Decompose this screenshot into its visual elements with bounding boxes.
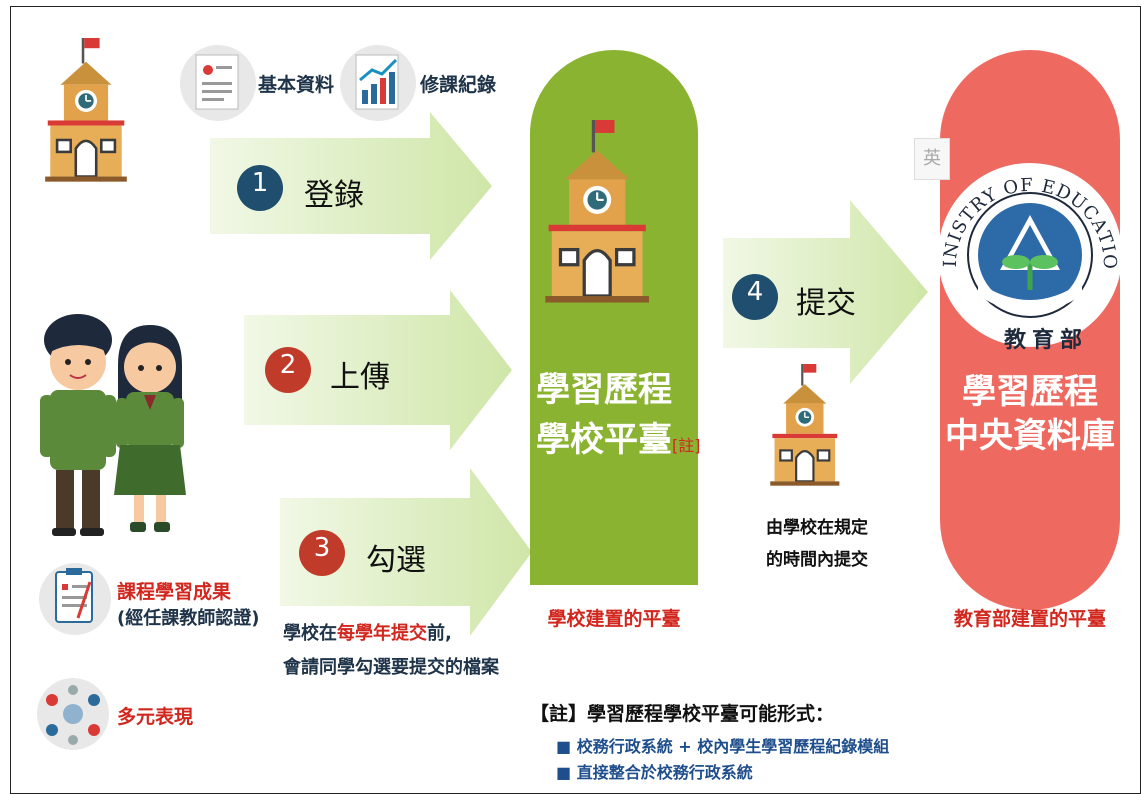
central-db-title: 學習歷程 中央資料庫 — [940, 370, 1120, 458]
step-2-circle — [265, 347, 311, 393]
footnote-item-2: ■ 直接整合於校務行政系統 — [556, 763, 753, 782]
diverse-performance-label: 多元表現 — [117, 706, 194, 728]
students-illustration — [40, 314, 186, 536]
step-3-number: 3 — [313, 533, 331, 563]
step-4-label: 提交 — [796, 286, 856, 321]
network-icon — [37, 678, 109, 750]
clipboard-icon — [39, 563, 111, 635]
select-note-line1: 學校在每學年提交前, — [283, 619, 452, 645]
select-note-part1: 學校在 — [283, 623, 337, 644]
teacher-cert-label: (經任課教師認證) — [117, 608, 260, 629]
submit-note: 由學校在規定 的時間內提交 — [752, 512, 882, 576]
logo-bottom-text: 教育部 — [1004, 328, 1089, 353]
lang-toggle[interactable]: 英 — [914, 138, 950, 180]
arrow-3 — [280, 468, 532, 636]
footnote-title: 【註】學習歷程學校平臺可能形式： — [530, 703, 835, 725]
step-2-number: 2 — [279, 350, 297, 380]
step-3-label: 勾選 — [366, 543, 426, 578]
basic-info-label: 基本資料 — [258, 74, 335, 96]
select-note-part2: 前, — [427, 623, 452, 644]
step-4-circle — [732, 274, 778, 320]
course-outcomes-label: 課程學習成果 — [117, 581, 232, 603]
arrow-4 — [723, 200, 928, 384]
school-platform-title-line2-text: 學校平臺 — [536, 420, 672, 460]
step-1-circle — [237, 165, 283, 211]
footnote-item-1: ■ 校務行政系統 + 校內學生學習歷程紀錄模組 — [556, 737, 890, 756]
course-records-label: 修課紀錄 — [420, 74, 497, 96]
arrow-2 — [244, 290, 512, 450]
select-note-highlight: 每學年提交 — [337, 623, 427, 644]
central-db-title-line1: 學習歷程 — [962, 372, 1098, 412]
note-tag: [註] — [672, 436, 701, 455]
submit-note-line2: 的時間內提交 — [766, 550, 868, 570]
submit-note-line1: 由學校在規定 — [766, 518, 868, 538]
step-4-number: 4 — [746, 277, 764, 307]
arrow-1 — [210, 112, 492, 260]
step-3-circle — [299, 530, 345, 576]
step-1-label: 登錄 — [304, 178, 364, 213]
school-icon-submit — [769, 362, 841, 487]
school-platform-title-line1: 學習歷程 — [536, 370, 672, 410]
central-db-caption: 教育部建置的平臺 — [953, 608, 1106, 630]
chart-icon — [340, 45, 416, 121]
document-icon — [180, 45, 256, 121]
school-platform-title-line2: 學校平臺[註] — [536, 418, 701, 468]
central-db-title-line2: 中央資料庫 — [945, 416, 1115, 456]
step-1-number: 1 — [251, 168, 269, 198]
select-note-line2: 會請同學勾選要提交的檔案 — [283, 657, 499, 678]
school-icon-left — [43, 36, 129, 183]
step-2-label: 上傳 — [330, 360, 390, 395]
school-platform-caption: 學校建置的平臺 — [547, 608, 681, 630]
